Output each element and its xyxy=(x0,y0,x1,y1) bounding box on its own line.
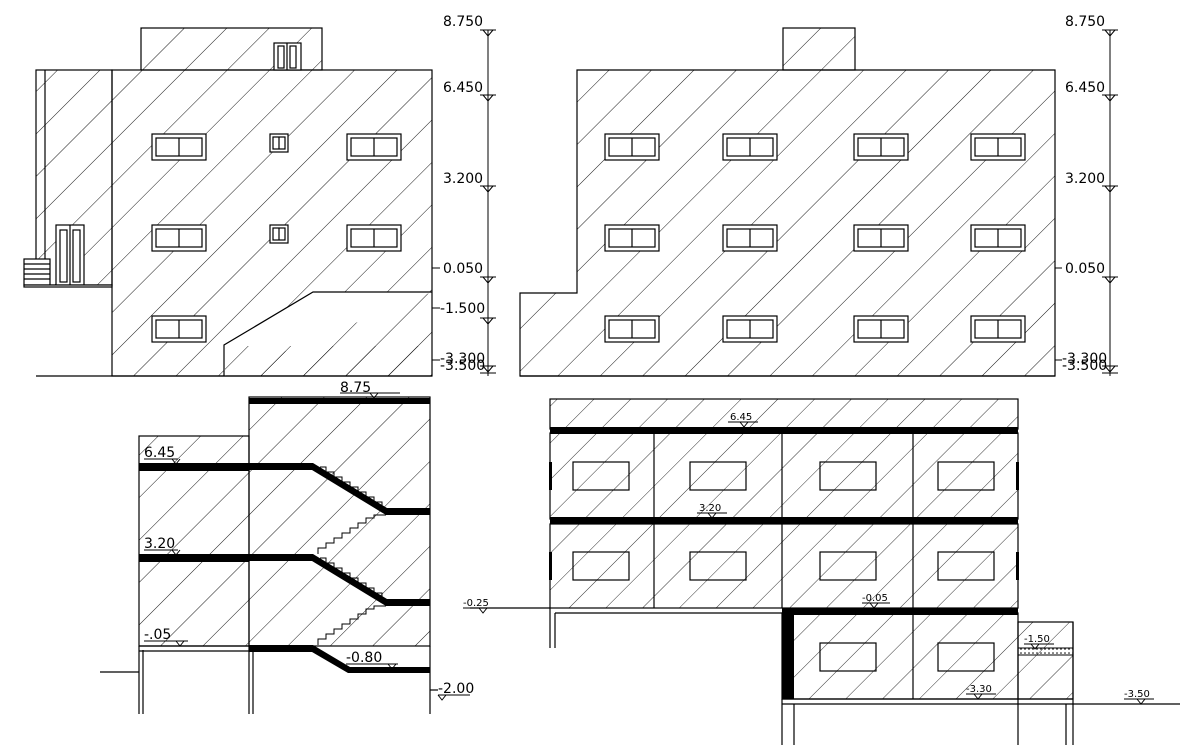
level-label: 3.200 xyxy=(443,171,483,187)
level-label: -3.500 xyxy=(1062,358,1107,374)
level-label: 3.20 xyxy=(144,536,175,552)
side-elevation-windows xyxy=(151,133,402,343)
long-section-slabs xyxy=(549,427,1019,699)
stair-section-level-markers xyxy=(144,392,470,701)
front-elevation-stair-tower xyxy=(782,27,856,71)
level-label: 6.45 xyxy=(730,412,752,423)
floor-slab xyxy=(139,554,249,562)
level-label: -3.300 xyxy=(440,351,485,367)
side-pit xyxy=(1017,621,1074,700)
level-label: -3.30 xyxy=(966,684,992,695)
floor-slab xyxy=(550,517,1018,524)
upper-floor-zone xyxy=(549,432,1019,520)
stair-flight xyxy=(249,463,430,515)
stair-section-level-labels: 8.75 6.45 3.20 -.05 -0.80 -2.00 xyxy=(144,380,474,697)
level-label: -0.80 xyxy=(346,650,382,666)
level-label: 8.750 xyxy=(443,14,483,30)
stair-treads xyxy=(317,466,386,645)
long-section xyxy=(470,398,1180,745)
level-label: -3.50 xyxy=(1124,689,1150,700)
level-label: 6.45 xyxy=(144,445,175,461)
roof-slab xyxy=(550,427,1018,434)
ground-slab xyxy=(782,608,1018,615)
roof-slab xyxy=(249,398,430,404)
long-section-level-markers xyxy=(463,421,1154,705)
level-label: -3.500 xyxy=(440,358,485,374)
pit-slab xyxy=(1017,647,1074,656)
level-label: 6.450 xyxy=(1065,80,1105,96)
stair-section-tower xyxy=(248,396,431,647)
entrance-steps xyxy=(23,258,51,286)
stair-flight xyxy=(249,554,430,606)
level-label: -0.05 xyxy=(862,593,888,604)
level-label: -0.25 xyxy=(463,598,489,609)
side-elevation-level-labels: 8.750 6.450 3.200 0.050 -1.500 -3.300 -3… xyxy=(440,14,485,374)
level-label: 0.050 xyxy=(443,261,483,277)
level-label: -2.00 xyxy=(438,681,474,697)
long-section-level-labels: 6.45 3.20 -0.25 -0.05 -1.50 -3.30 -3.50 xyxy=(463,412,1150,700)
level-label: -.05 xyxy=(144,627,171,643)
front-elevation-level-labels: 8.750 6.450 3.200 0.050 -3.300 -3.500 xyxy=(1062,14,1107,374)
level-label: 6.450 xyxy=(443,80,483,96)
level-label: 3.200 xyxy=(1065,171,1105,187)
side-elevation-level-markers xyxy=(432,29,496,376)
front-elevation xyxy=(519,27,1056,377)
front-elevation-level-markers xyxy=(1055,29,1118,376)
floor-slab xyxy=(139,463,249,471)
level-label: 3.20 xyxy=(699,503,721,514)
retaining-wall xyxy=(782,608,794,699)
side-elevation xyxy=(23,27,433,377)
level-label: -1.50 xyxy=(1024,634,1050,645)
front-elevation-windows xyxy=(604,133,1026,343)
middle-floor-zone xyxy=(549,523,1019,609)
long-section-parapet xyxy=(549,398,1019,430)
level-label: 8.750 xyxy=(1065,14,1105,30)
section-window-openings xyxy=(572,461,995,672)
level-label: 8.75 xyxy=(340,380,371,396)
level-label: 0.050 xyxy=(1065,261,1105,277)
side-elevation-annex-wall xyxy=(35,69,113,286)
level-label: -1.500 xyxy=(440,301,485,317)
stair-flight xyxy=(249,645,430,673)
stair-section-slabs xyxy=(139,398,430,673)
level-label: -3.300 xyxy=(1062,351,1107,367)
